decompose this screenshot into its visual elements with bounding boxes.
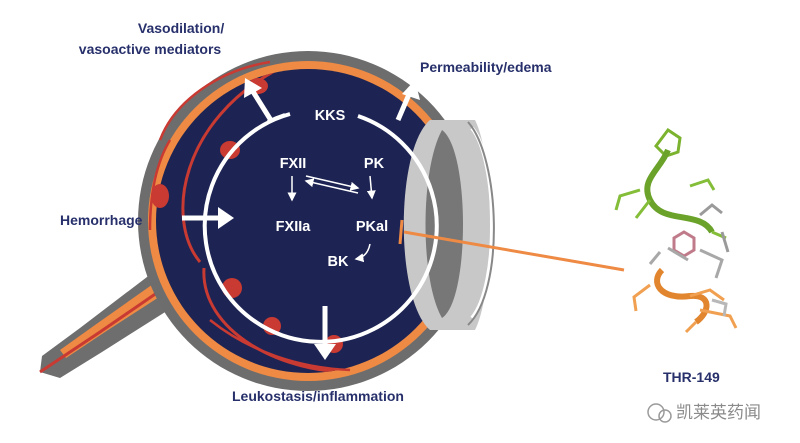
kks-cycle (202, 112, 439, 344)
thr149-inhibition-line (398, 219, 625, 272)
fxii-label: FXII (280, 156, 307, 172)
bk-label: BK (328, 254, 349, 270)
effect-arrows (182, 78, 420, 360)
permeability-label: Permeability/edema (420, 59, 552, 75)
fxiia-label: FXIIa (276, 219, 312, 235)
pk-label: PK (364, 156, 385, 172)
wechat-icon (647, 403, 665, 421)
pkal-label: PKal (356, 219, 388, 235)
hemorrhage-label: Hemorrhage (60, 212, 143, 228)
leukostasis-label: Leukostasis/inflammation (232, 388, 404, 404)
thr149-label: THR-149 (663, 369, 720, 385)
lens-and-cornea (403, 120, 495, 330)
pathway-arrows (287, 175, 376, 263)
thr149-molecule-image (614, 127, 738, 334)
kks-label: KKS (315, 108, 346, 124)
vasodilation-label: Vasodilation/ vasoactive mediators (79, 20, 228, 57)
watermark-text: 凯莱英药闻 (676, 403, 761, 423)
watermark: 凯莱英药闻 (647, 403, 761, 423)
